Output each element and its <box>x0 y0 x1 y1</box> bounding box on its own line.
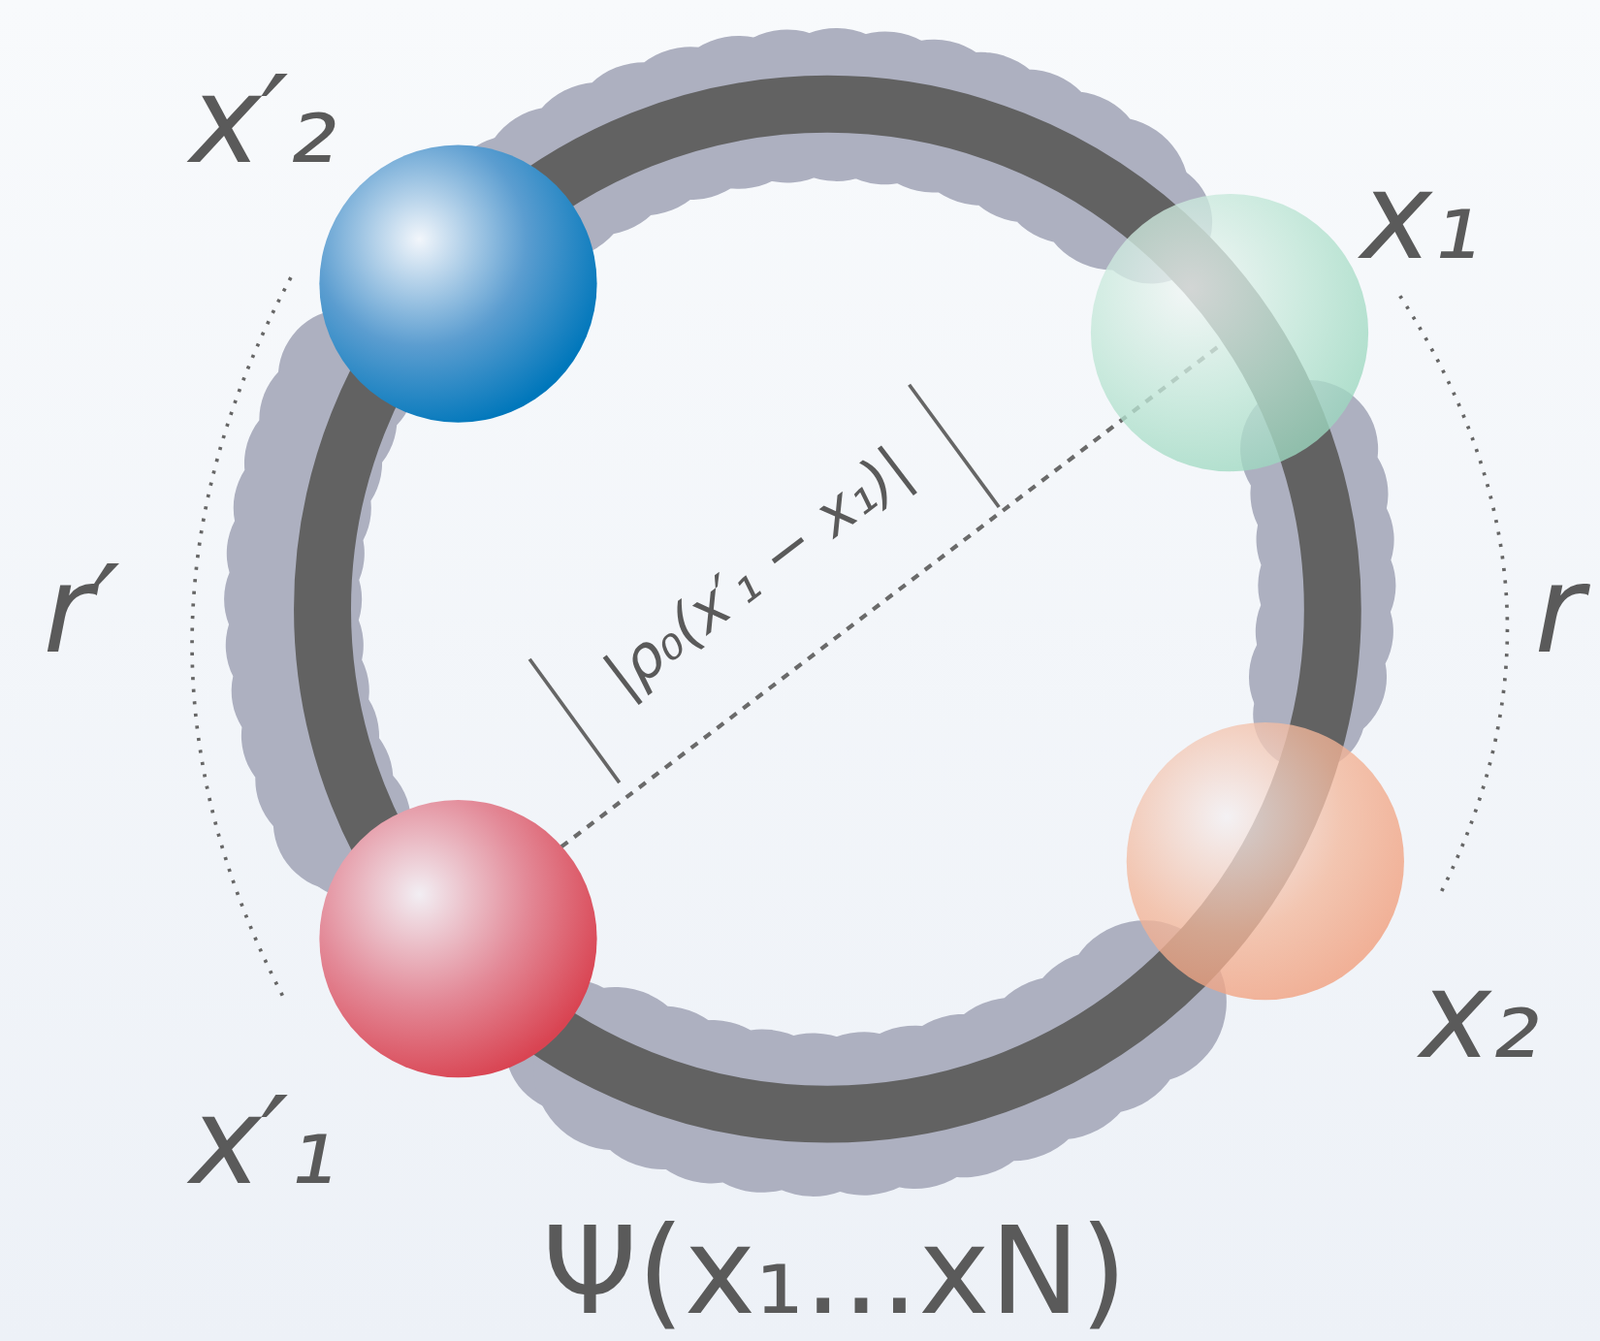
particle-label: x₁ <box>1360 156 1480 277</box>
correlation-label: |ρ₀(x′₁ − x₁)| <box>593 437 921 706</box>
particle-label: x′₂ <box>190 60 337 181</box>
distance-label: r′ <box>43 549 121 671</box>
orange-sphere <box>1126 722 1405 1000</box>
arc-r-prime <box>192 277 291 998</box>
particle-label: x₂ <box>1419 955 1539 1076</box>
blue-sphere <box>319 144 597 422</box>
bracket <box>909 384 1000 508</box>
red-sphere <box>319 800 597 1078</box>
particle-label: x′₁ <box>190 1080 337 1201</box>
arc-r <box>1400 295 1508 894</box>
distance-label: r <box>1534 549 1584 671</box>
wavefunction-label: Ψ(x₁...xN) <box>542 1211 1127 1332</box>
bracket <box>529 659 620 783</box>
green-sphere <box>1090 193 1369 472</box>
